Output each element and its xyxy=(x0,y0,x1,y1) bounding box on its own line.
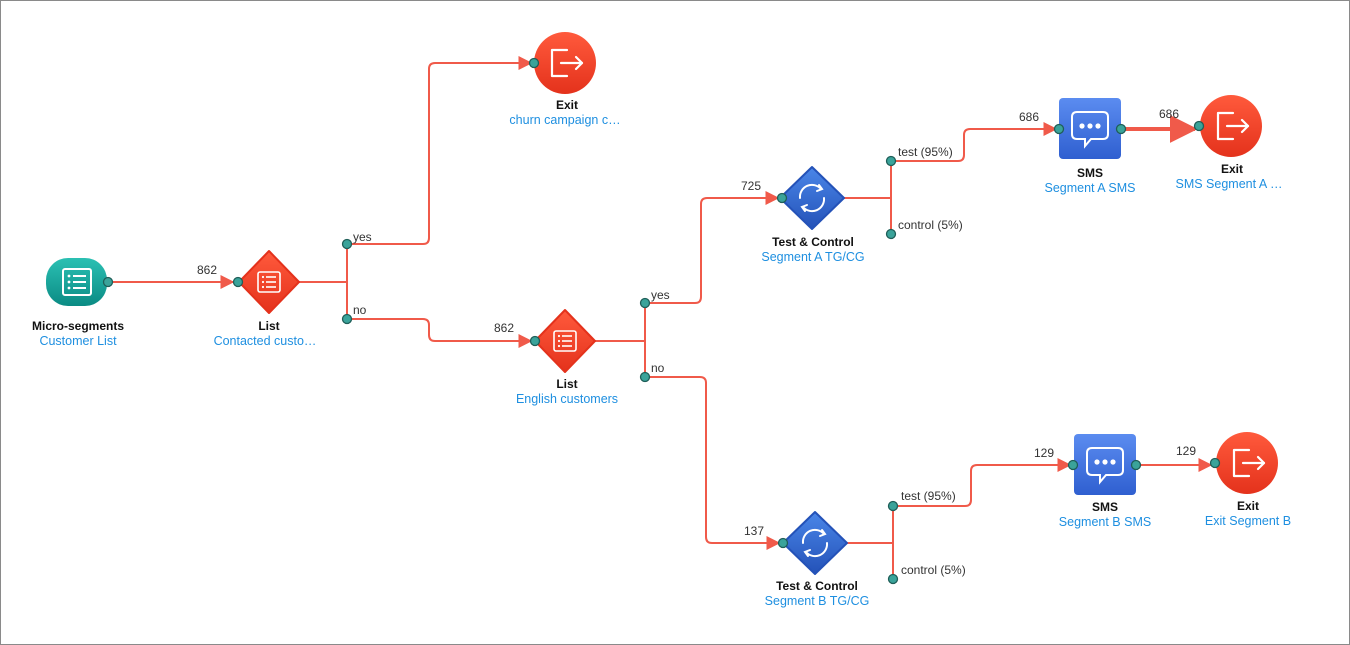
port xyxy=(1193,120,1205,132)
microsegments-node[interactable] xyxy=(46,258,107,306)
connector-tc-b-test-sms-b xyxy=(893,458,1072,507)
refresh-icon xyxy=(801,528,829,558)
node-subtitle-tc-b[interactable]: Segment B TG/CG xyxy=(764,594,870,608)
port xyxy=(341,238,353,250)
node-title-exit-b: Exit xyxy=(1236,499,1260,513)
node-title-list1: List xyxy=(258,319,280,333)
node-title-list2: List xyxy=(556,377,578,391)
port xyxy=(232,276,244,288)
port xyxy=(885,155,897,167)
count-to-tc-b: 137 xyxy=(744,524,765,538)
branch-label-tc-b-control: control (5%) xyxy=(901,563,966,577)
exit-icon xyxy=(1232,448,1266,478)
node-subtitle-microsegments[interactable]: Customer List xyxy=(39,334,117,348)
port xyxy=(1053,123,1065,135)
chat-bubble-icon xyxy=(1086,447,1124,485)
connector-list1-no-list2 xyxy=(347,318,533,348)
count-to-tc-a: 725 xyxy=(741,179,762,193)
refresh-icon xyxy=(798,183,826,213)
exit-icon xyxy=(1216,111,1250,141)
exit-b-node[interactable] xyxy=(1216,432,1278,494)
node-subtitle-exit1[interactable]: churn campaign c… xyxy=(509,113,621,127)
port xyxy=(887,500,899,512)
port xyxy=(102,276,114,288)
port xyxy=(528,57,540,69)
node-subtitle-exit-b[interactable]: Exit Segment B xyxy=(1204,514,1292,528)
tc-a-node[interactable] xyxy=(779,166,845,230)
sms-b-node[interactable] xyxy=(1074,434,1136,495)
count-to-exit-a: 686 xyxy=(1159,107,1180,121)
list2-node[interactable] xyxy=(534,309,596,373)
node-title-exit1: Exit xyxy=(555,98,579,112)
list1-node[interactable] xyxy=(238,250,300,314)
port xyxy=(639,371,651,383)
chat-bubble-icon xyxy=(1071,111,1109,149)
list-icon xyxy=(62,268,92,296)
port xyxy=(885,228,897,240)
branch-label-tc-b-test: test (95%) xyxy=(901,489,956,503)
node-subtitle-sms-a[interactable]: Segment A SMS xyxy=(1044,181,1136,195)
connector-tc-a-test-sms-a xyxy=(891,122,1058,162)
branch-label-tc-a-test: test (95%) xyxy=(898,145,953,159)
connector-list1-yes-exit1 xyxy=(347,56,533,245)
port xyxy=(887,573,899,585)
node-title-sms-a: SMS xyxy=(1076,166,1104,180)
count-to-exit-b: 129 xyxy=(1176,444,1197,458)
port xyxy=(1067,459,1079,471)
exit-icon xyxy=(550,48,584,78)
node-subtitle-list2[interactable]: English customers xyxy=(515,392,619,406)
branch-label-list1-yes: yes xyxy=(353,230,372,244)
connector-list2-no-tc-b xyxy=(645,376,781,550)
node-subtitle-tc-a[interactable]: Segment A TG/CG xyxy=(761,250,865,264)
port xyxy=(1130,459,1142,471)
count-to-sms-b: 129 xyxy=(1034,446,1055,460)
node-subtitle-exit-a[interactable]: SMS Segment A … xyxy=(1175,177,1283,191)
tc-b-node[interactable] xyxy=(782,511,848,575)
branch-label-list2-yes: yes xyxy=(651,288,670,302)
port xyxy=(777,537,789,549)
node-title-exit-a: Exit xyxy=(1220,162,1244,176)
node-title-tc-b: Test & Control xyxy=(776,579,858,593)
node-title-sms-b: SMS xyxy=(1091,500,1119,514)
list-icon xyxy=(257,271,281,293)
port xyxy=(1115,123,1127,135)
sms-a-node[interactable] xyxy=(1059,98,1121,159)
connector-list2-yes-tc-a xyxy=(645,191,780,304)
node-title-microsegments: Micro-segments xyxy=(31,319,125,333)
node-title-tc-a: Test & Control xyxy=(772,235,854,249)
port xyxy=(529,335,541,347)
exit-a-node[interactable] xyxy=(1200,95,1262,157)
branch-label-tc-a-control: control (5%) xyxy=(898,218,963,232)
count-to-list1: 862 xyxy=(197,263,218,277)
branch-label-list2-no: no xyxy=(651,361,665,375)
port xyxy=(639,297,651,309)
exit1-node[interactable] xyxy=(534,32,596,94)
count-to-list2: 862 xyxy=(494,321,515,335)
node-subtitle-sms-b[interactable]: Segment B SMS xyxy=(1058,515,1152,529)
node-subtitle-list1[interactable]: Contacted custo… xyxy=(213,334,317,348)
port xyxy=(1209,457,1221,469)
port xyxy=(341,313,353,325)
port xyxy=(776,192,788,204)
branch-label-list1-no: no xyxy=(353,303,367,317)
list-icon xyxy=(553,330,577,352)
count-to-sms-a: 686 xyxy=(1019,110,1040,124)
